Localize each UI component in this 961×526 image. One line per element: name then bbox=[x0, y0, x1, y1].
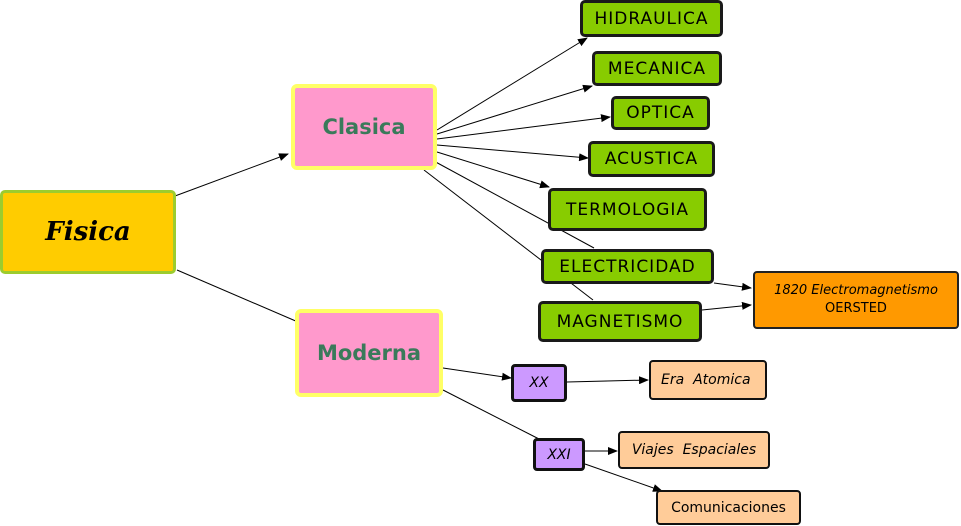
connector-clasica-electricidad bbox=[431, 159, 595, 249]
connector-fisica-moderna bbox=[176, 269, 299, 323]
xx-label: XX bbox=[529, 375, 549, 391]
connector-clasica-hidraulica bbox=[436, 37, 588, 131]
era-atomica-label: Era Atomica bbox=[661, 372, 751, 388]
era-atomica-node[interactable]: Era Atomica bbox=[649, 360, 767, 400]
termologia-label: TERMOLOGIA bbox=[565, 199, 690, 220]
connector-clasica-termologia bbox=[436, 151, 550, 189]
moderna-label: Moderna bbox=[316, 341, 422, 365]
magnetismo-node[interactable]: MAGNETISMO bbox=[538, 301, 702, 342]
connector-clasica-acustica bbox=[436, 144, 589, 162]
fisica-node[interactable]: Fisica bbox=[0, 190, 176, 274]
connector-magnetismo-electromagnetismo bbox=[701, 301, 752, 311]
acustica-node[interactable]: ACUSTICA bbox=[588, 141, 715, 177]
viajes-espaciales-node[interactable]: Viajes Espaciales bbox=[618, 431, 770, 469]
electricidad-node[interactable]: ELECTRICIDAD bbox=[541, 249, 714, 284]
comunicaciones-label: Comunicaciones bbox=[671, 499, 786, 516]
magnetismo-label: MAGNETISMO bbox=[556, 311, 684, 332]
electromagnetismo-line2: OERSTED bbox=[825, 301, 887, 316]
connector-electricidad-electromagnetismo bbox=[713, 282, 752, 291]
connector-xxi-comunicaciones bbox=[584, 463, 663, 492]
electricidad-label: ELECTRICIDAD bbox=[559, 256, 696, 277]
connector-moderna-xx bbox=[442, 367, 512, 381]
electromagnetismo-line1: 1820 Electromagnetismo bbox=[774, 283, 938, 298]
connector-clasica-optica bbox=[436, 114, 611, 140]
mecanica-node[interactable]: MECANICA bbox=[592, 51, 722, 86]
hidraulica-label: HIDRAULICA bbox=[594, 8, 709, 29]
optica-label: OPTICA bbox=[626, 103, 695, 123]
clasica-label: Clasica bbox=[322, 115, 406, 139]
viajes-espaciales-label: Viajes Espaciales bbox=[631, 442, 757, 458]
comunicaciones-node[interactable]: Comunicaciones bbox=[656, 490, 801, 525]
xxi-node[interactable]: XXI bbox=[533, 438, 585, 471]
xx-node[interactable]: XX bbox=[511, 364, 567, 402]
optica-node[interactable]: OPTICA bbox=[611, 96, 710, 130]
connector-xx-era-atomica bbox=[566, 376, 649, 385]
fisica-label: Fisica bbox=[45, 217, 131, 247]
xxi-label: XXI bbox=[547, 446, 571, 463]
connector-clasica-mecanica bbox=[436, 84, 593, 135]
mecanica-label: MECANICA bbox=[607, 58, 707, 79]
electromagnetismo-node[interactable]: 1820 Electromagnetismo OERSTED bbox=[753, 271, 959, 329]
connector-moderna-xxi bbox=[442, 389, 542, 441]
clasica-node[interactable]: Clasica bbox=[291, 84, 437, 170]
termologia-node[interactable]: TERMOLOGIA bbox=[548, 188, 707, 231]
hidraulica-node[interactable]: HIDRAULICA bbox=[580, 0, 723, 37]
acustica-label: ACUSTICA bbox=[604, 149, 699, 169]
connector-fisica-clasica bbox=[174, 153, 289, 197]
moderna-node[interactable]: Moderna bbox=[295, 309, 443, 397]
